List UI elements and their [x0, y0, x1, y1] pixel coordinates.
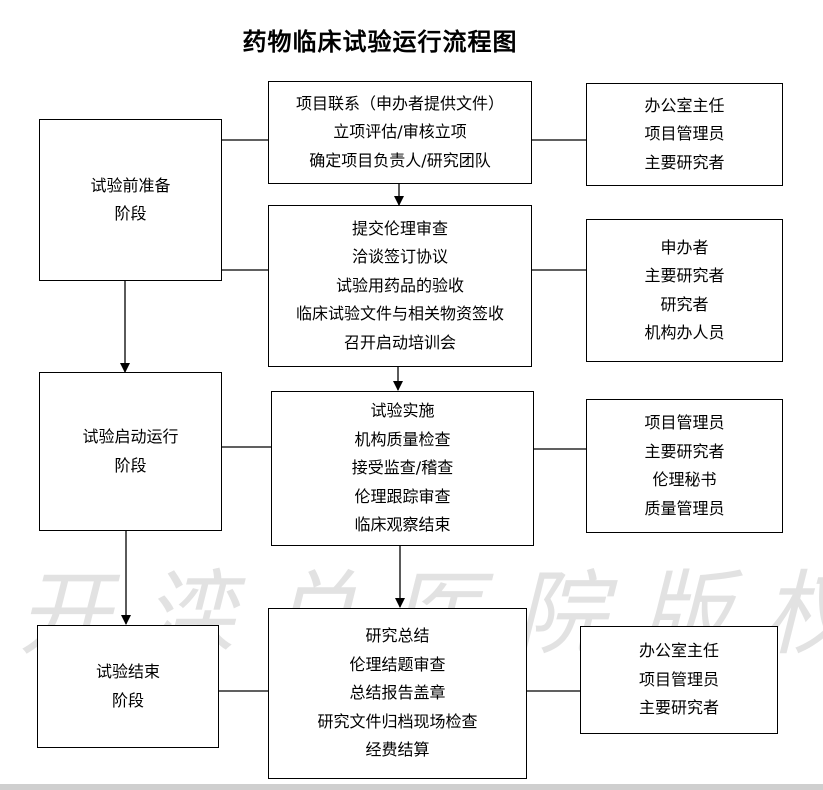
phase-box-closeout: 试验结束 阶段 [37, 625, 219, 748]
task-item: 临床试验文件与相关物资签收 [295, 304, 504, 324]
role-item: 主要研究者 [644, 152, 725, 172]
diagram-title: 药物临床试验运行流程图 [242, 28, 518, 56]
task-item: 研究总结 [365, 626, 430, 646]
role-item: 主要研究者 [644, 266, 725, 285]
role-item: 研究者 [660, 294, 709, 314]
task-item: 提交伦理审查 [351, 218, 448, 238]
task-box-ethics-review: 提交伦理审查 洽谈签订协议 试验用药品的验收 临床试验文件与相关物资签收 召开启… [268, 205, 532, 367]
role-item: 办公室主任 [644, 95, 725, 115]
task-item: 洽谈签订协议 [351, 247, 448, 267]
task-item: 确定项目负责人/研究团队 [309, 150, 491, 170]
task-item: 召开启动培训会 [343, 332, 456, 352]
phase-box-startup: 试验启动运行 阶段 [39, 372, 222, 531]
phase-label: 阶段 [114, 455, 147, 475]
task-box-trial-conduct: 试验实施 机构质量检查 接受监查/稽查 伦理跟踪审查 临床观察结束 [271, 391, 534, 546]
role-item: 项目管理员 [644, 413, 725, 432]
task-item: 机构质量检查 [354, 429, 451, 449]
role-item: 项目管理员 [638, 669, 719, 689]
role-box-3: 项目管理员 主要研究者 伦理秘书 质量管理员 [586, 399, 783, 533]
task-item: 临床观察结束 [354, 515, 451, 535]
task-box-project-contact: 项目联系（申办者提供文件） 立项评估/审核立项 确定项目负责人/研究团队 [268, 81, 532, 184]
role-item: 申办者 [660, 237, 709, 257]
task-item: 伦理跟踪审查 [354, 486, 451, 506]
task-item: 立项评估/审核立项 [333, 122, 467, 142]
task-item: 试验实施 [370, 401, 435, 421]
role-item: 机构办人员 [644, 323, 725, 342]
phase-label: 阶段 [111, 690, 144, 710]
task-item: 总结报告盖章 [349, 683, 446, 703]
phase-box-preparation: 试验前准备 阶段 [39, 119, 222, 281]
role-item: 伦理秘书 [652, 470, 717, 489]
role-box-2: 申办者 主要研究者 研究者 机构办人员 [586, 219, 783, 362]
role-item: 主要研究者 [644, 441, 725, 461]
role-box-4: 办公室主任 项目管理员 主要研究者 [580, 626, 778, 734]
task-item: 试验用药品的验收 [335, 275, 464, 295]
role-box-1: 办公室主任 项目管理员 主要研究者 [586, 83, 783, 186]
phase-label: 试验结束 [95, 662, 160, 681]
phase-label: 试验前准备 [90, 175, 171, 195]
task-item: 接受监查/稽查 [351, 458, 454, 478]
role-item: 项目管理员 [644, 124, 725, 144]
role-item: 办公室主任 [638, 641, 719, 661]
task-box-study-summary: 研究总结 伦理结题审查 总结报告盖章 研究文件归档现场检查 经费结算 [268, 608, 527, 779]
role-item: 质量管理员 [644, 498, 725, 518]
phase-label: 阶段 [114, 204, 147, 223]
phase-label: 试验启动运行 [82, 427, 179, 446]
role-item: 主要研究者 [638, 698, 719, 718]
task-item: 伦理结题审查 [349, 654, 446, 674]
task-item: 研究文件归档现场检查 [317, 711, 478, 731]
task-item: 经费结算 [365, 740, 430, 760]
bottom-border [0, 784, 823, 790]
task-item: 项目联系（申办者提供文件） [295, 93, 504, 113]
